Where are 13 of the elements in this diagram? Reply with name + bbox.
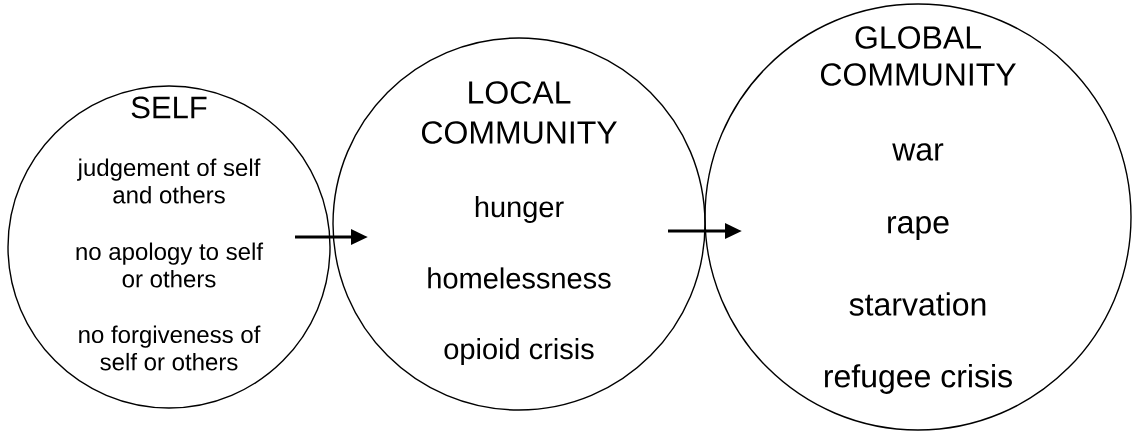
list-item: starvation [849,292,986,316]
list-item: no apology to self or others [76,242,264,288]
list-item: war [892,143,944,161]
heading: LOCAL COMMUNITY [422,81,617,144]
heading: GLOBAL COMMUNITY [821,26,1016,86]
list-item: refugee crisis [825,364,1012,394]
list-item: opioid crisis [444,338,594,366]
list-item: homelessness [428,267,611,289]
list-item: rape [888,216,949,240]
list-item: hunger [475,196,564,224]
heading: SELF [131,96,207,119]
list-item: no forgiveness of self or others [79,325,261,371]
list-item: judgement of self and others [77,158,261,204]
